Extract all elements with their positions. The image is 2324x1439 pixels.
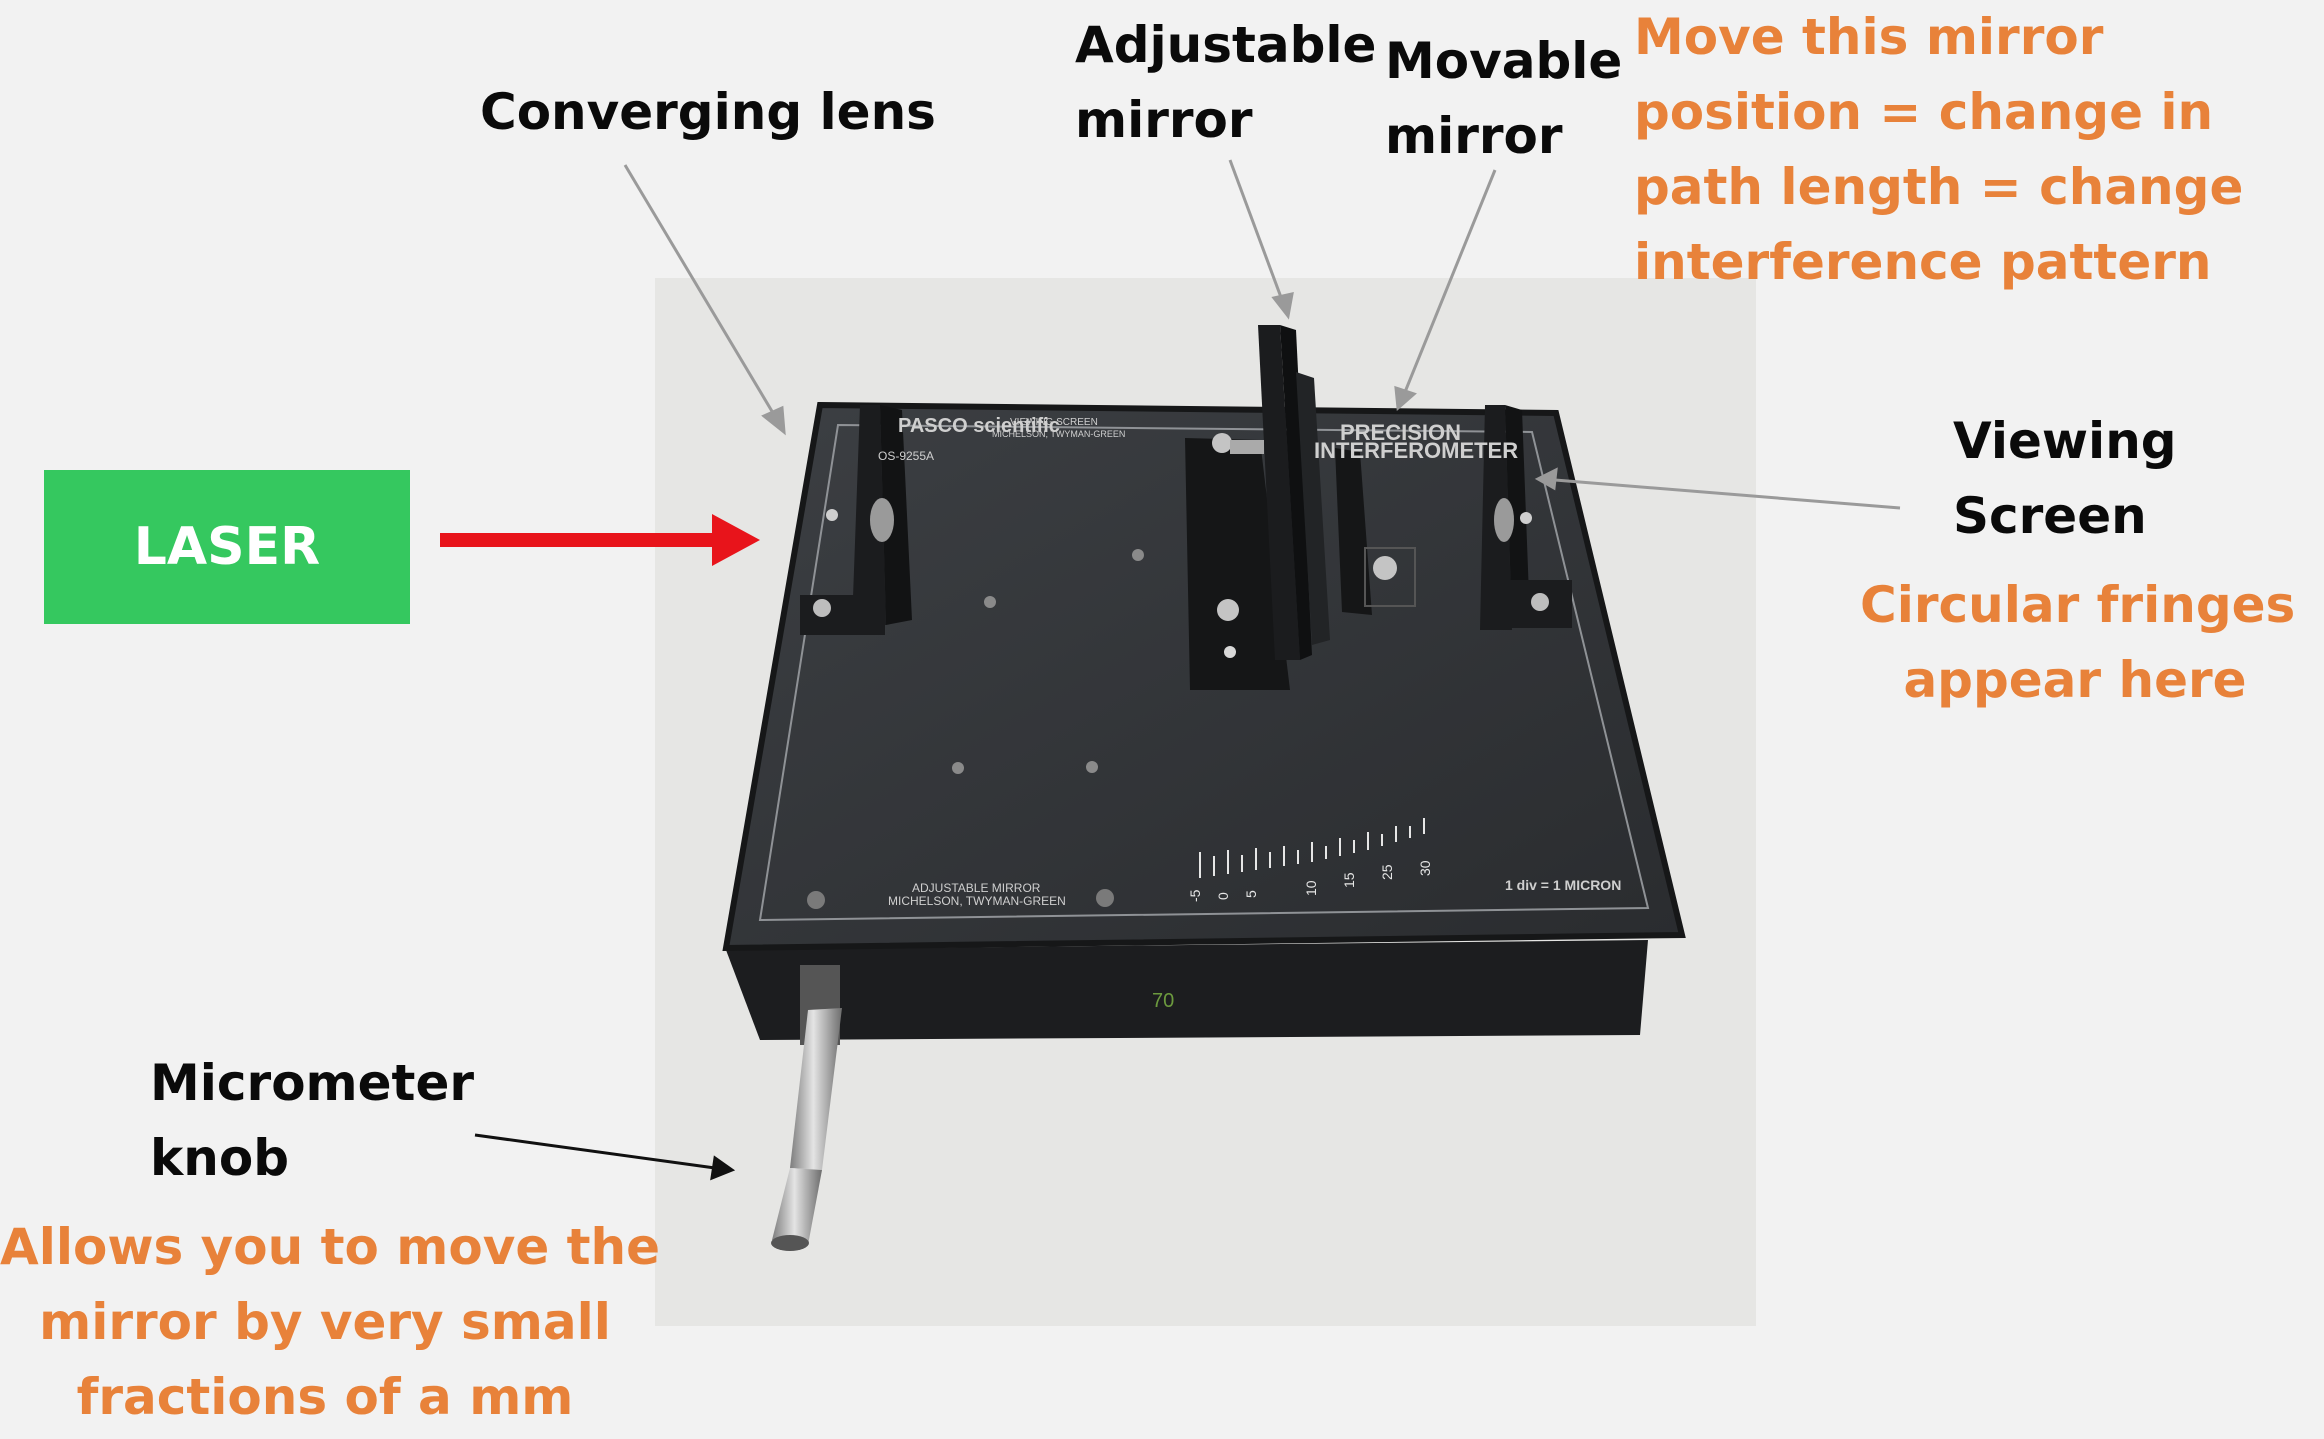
scale-tick-label: 15	[1341, 872, 1357, 888]
arrowhead	[1271, 292, 1294, 320]
adjustable-mirror-label-2: mirror	[1075, 91, 1253, 149]
micrometer-pointer	[474, 1133, 736, 1181]
scale-tick-label: 25	[1379, 864, 1395, 880]
base-front	[726, 940, 1648, 1040]
device-title-2: INTERFEROMETER	[1314, 438, 1518, 463]
viewing-screen-text: VIEWING SCREEN	[1010, 417, 1098, 428]
model-text: OS-9255A	[878, 449, 934, 463]
fringes-note-2: appear here	[1903, 651, 2247, 709]
movable-mirror-label-1: Movable	[1385, 32, 1623, 90]
micrometer-label-2: knob	[150, 1129, 289, 1187]
arrowhead	[1394, 385, 1417, 412]
arrowhead	[710, 1155, 736, 1181]
micrometer-note-3: fractions of a mm	[76, 1368, 574, 1426]
viewing-screen-label-1: Viewing	[1953, 412, 2177, 470]
micrometer-note-2: mirror by very small	[39, 1293, 611, 1351]
scale-tick-label: 0	[1215, 892, 1231, 900]
movable-mirror-mount	[1335, 448, 1416, 615]
laser-box: LASER	[44, 470, 410, 624]
mirror-note-1: Move this mirror	[1634, 8, 2104, 66]
screw	[1086, 761, 1098, 773]
mirror-note-4: interference pattern	[1634, 233, 2212, 291]
mirror-note-3: path length = change	[1634, 158, 2244, 216]
viewing-screen-mount	[1480, 405, 1572, 630]
micrometer-note-1: Allows you to move the	[0, 1218, 661, 1276]
screw	[1096, 889, 1114, 907]
micrometer-knob	[771, 965, 842, 1251]
scale-tick-label: -5	[1187, 889, 1203, 902]
converging-lens-label: Converging lens	[480, 83, 936, 141]
laser-label: LASER	[133, 517, 321, 577]
scale-arc	[1199, 818, 1425, 878]
converging-lens-pointer	[623, 164, 778, 419]
screw	[952, 762, 964, 774]
adjustable-mirror-label-1: Adjustable	[1075, 16, 1377, 74]
laser-beam-arrow	[440, 514, 760, 566]
front-number: 70	[1152, 990, 1174, 1012]
pointer-arrows	[623, 159, 1901, 510]
screw	[984, 596, 996, 608]
scale-tick-label: 30	[1417, 860, 1433, 876]
scale-note: 1 div = 1 MICRON	[1505, 877, 1621, 893]
screw	[807, 891, 825, 909]
viewing-screen-label-2: Screen	[1953, 487, 2147, 545]
movable-mirror-label-2: mirror	[1385, 107, 1563, 165]
converging-lens-mount	[800, 405, 912, 635]
mirror-note-2: position = change in	[1634, 83, 2214, 141]
adjustable-mirror-mount	[1185, 325, 1330, 690]
adjustable-mirror-pointer	[1228, 159, 1284, 301]
brand-text: PASCO scientific	[898, 415, 1060, 437]
scale-tick-label: 5	[1243, 890, 1259, 898]
viewing-screen-pointer	[1554, 478, 1901, 510]
fringes-note-1: Circular fringes	[1860, 576, 2296, 634]
arrowhead	[1534, 467, 1558, 491]
micrometer-label-1: Micrometer	[150, 1054, 475, 1112]
device-title-1: PRECISION	[1340, 420, 1461, 445]
screw	[1132, 549, 1144, 561]
viewing-screen-sub: MICHELSON, TWYMAN-GREEN	[992, 429, 1125, 439]
adjustable-mirror-sub: MICHELSON, TWYMAN-GREEN	[888, 894, 1066, 908]
scale-tick-label: 10	[1303, 880, 1319, 896]
movable-mirror-pointer	[1403, 169, 1497, 393]
arrowhead	[761, 405, 786, 436]
adjustable-mirror-text: ADJUSTABLE MIRROR	[912, 881, 1041, 895]
